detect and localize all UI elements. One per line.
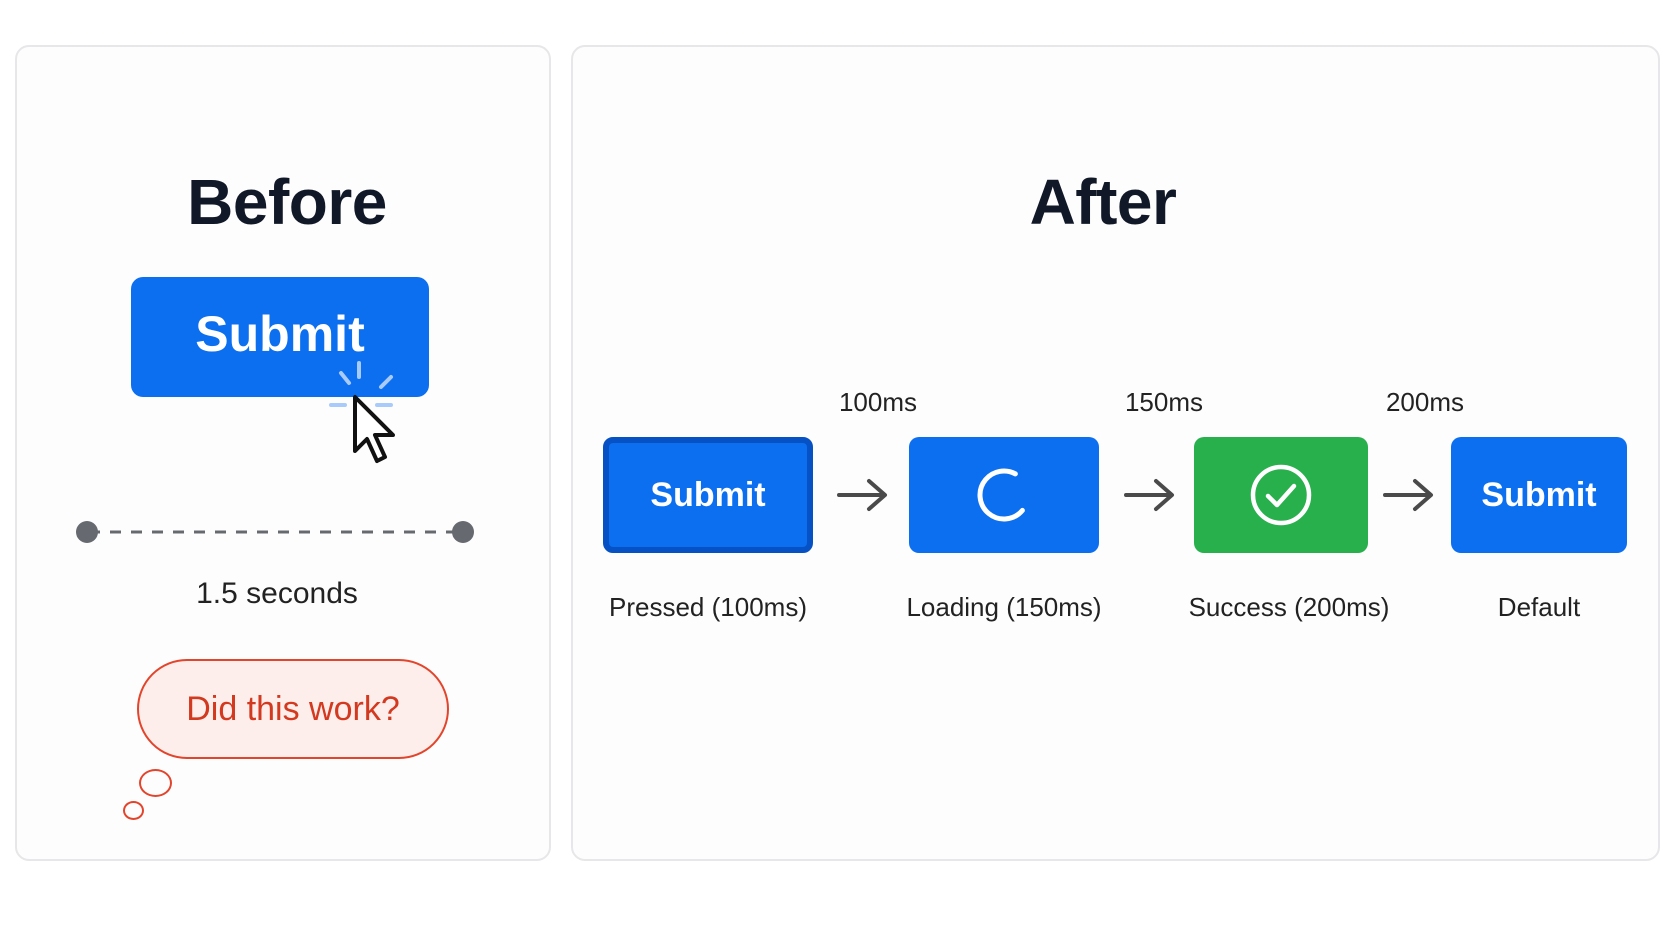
- spinner-icon: [977, 468, 1031, 522]
- after-title: After: [1029, 166, 1177, 238]
- state-label-loading: Loading (150ms): [906, 592, 1102, 622]
- arrow-right-icon: [1124, 479, 1174, 511]
- pressed-submit-button[interactable]: Submit: [603, 437, 813, 553]
- timeline-end-dot: [452, 521, 474, 543]
- timing-label: 150ms: [1124, 387, 1204, 417]
- state-label-success: Success (200ms): [1188, 592, 1390, 622]
- default-submit-button[interactable]: Submit: [1451, 437, 1627, 553]
- timing-label: 200ms: [1385, 387, 1465, 417]
- loading-state-button[interactable]: [909, 437, 1099, 553]
- timeline-start-dot: [76, 521, 98, 543]
- arrow-right-icon: [1383, 479, 1433, 511]
- before-title: Before: [187, 166, 387, 238]
- check-circle-icon: [1250, 464, 1312, 526]
- thought-trail-small: [123, 801, 144, 820]
- click-burst-icon: [329, 361, 393, 407]
- duration-timeline: [76, 521, 474, 543]
- before-panel: Before Submit 1.5 seconds Did this work?: [15, 45, 551, 861]
- arrow-right-icon: [837, 479, 887, 511]
- timing-label: 100ms: [838, 387, 918, 417]
- thought-bubble: Did this work?: [137, 659, 449, 759]
- state-label-default: Default: [1497, 592, 1581, 622]
- after-panel: After 100ms 150ms 200ms Submit Submit Pr…: [571, 45, 1660, 861]
- state-label-pressed: Pressed (100ms): [609, 592, 807, 622]
- thought-trail-large: [139, 769, 172, 797]
- thought-text: Did this work?: [186, 689, 400, 728]
- duration-label: 1.5 seconds: [196, 577, 358, 610]
- cursor-arrow-icon: [329, 361, 395, 463]
- success-state-button[interactable]: [1194, 437, 1368, 553]
- submit-button[interactable]: Submit: [131, 277, 429, 397]
